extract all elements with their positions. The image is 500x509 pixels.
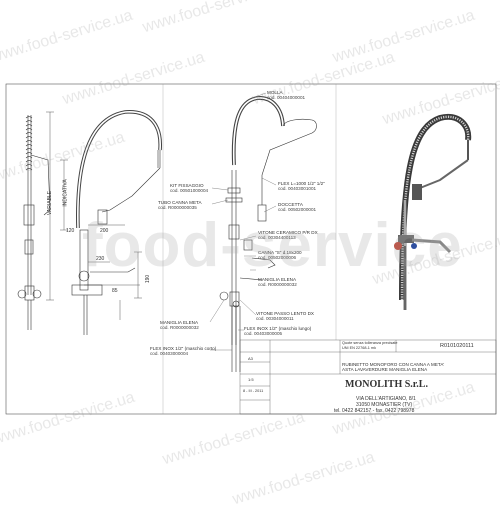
callout-vitone-code: cod. 00304400113 (258, 235, 296, 240)
title-block (239, 339, 497, 415)
leader-lines (209, 92, 277, 351)
callout-flex-inox-corto: FLEX INOX 1/2" (maschio corto) cod. 0040… (150, 346, 216, 356)
callout-vitone-passo-code: cod. 00304000011 (256, 316, 294, 321)
callout-flex-inox-lungo-name: FLEX INOX 1/2" (maschio lungo) (244, 326, 312, 331)
dim-indicative: INDICATIVA (62, 179, 69, 207)
tb-note1: Quote senza tolleranza precisate (342, 341, 398, 345)
tb-scale: 1:5 (248, 377, 254, 382)
tb-format: A3 (248, 356, 253, 361)
callout-canna-code: cod. 00502000006 (258, 255, 297, 260)
tb-description-2: ASTA LAVAVERDURE MANIGLIA ELENA (342, 367, 428, 372)
front-view-drawing (71, 110, 162, 335)
callout-doccetta: DOCCETTA cod. 00502000001 (278, 202, 316, 212)
callout-molla-name: MOLLA (267, 90, 283, 95)
callout-molla: MOLLA cod. 00404000001 (267, 90, 305, 100)
side-view-drawing (17, 115, 51, 330)
tb-date: 8 - III - 2011 (243, 389, 264, 393)
callout-flex-inox-corto-code: cod. 00403000004 (150, 351, 189, 356)
callout-maniglia-left-name: MANIGLIA ELENA (160, 320, 199, 325)
callout-doccetta-name: DOCCETTA (278, 202, 303, 207)
callout-canna: CANNA "S" d.18x200 cod. 00502000006 (258, 250, 302, 260)
callout-maniglia-right-code: cod. R0000000032 (258, 282, 297, 287)
callout-canna-name: CANNA "S" d.18x200 (258, 250, 302, 255)
tb-drawing-number: R0101020111 (440, 343, 474, 349)
callout-flex-inox-lungo-code: cod. 00403000005 (244, 331, 283, 336)
dim-200: 200 (100, 228, 109, 234)
dim-variable: VARIABLE (47, 190, 54, 216)
dim-85: 85 (112, 288, 118, 294)
callout-vitone-name: VITONE CERAMICO P/R DX (258, 230, 318, 235)
callout-kit-name: KIT FISSAGGIO (170, 183, 204, 188)
callout-tubo-code: cod. R0000000035 (158, 205, 197, 210)
dim-230: 230 (96, 256, 105, 262)
callout-maniglia-left-code: cod. R0000000032 (160, 325, 199, 330)
callout-flex-l-name: FLEX L=1000 1/2" 1/2" (278, 181, 325, 186)
tb-description-1: RUBINETTO MONOFORO CON CANNA A META' (342, 362, 445, 367)
exploded-view-drawing (219, 96, 317, 372)
callout-kit-fissaggio: KIT FISSAGGIO cod. 00501000004 (170, 183, 208, 193)
dim-190: 190 (145, 274, 152, 284)
callout-maniglia-right-name: MANIGLIA ELENA (258, 277, 297, 282)
tb-company: MONOLITH S.r.L. (345, 379, 428, 390)
callout-vitone-passo: VITONE PASSO LENTO DX cod. 00304000011 (256, 311, 314, 321)
dimension-lines (46, 111, 142, 320)
callout-kit-code: cod. 00501000004 (170, 188, 209, 193)
dim-120: 120 (66, 228, 75, 234)
tb-phone: tel. 0422 842157 - fax. 0422 798978 (334, 408, 415, 414)
tb-address-2: 31050 MONASTIER (TV) (356, 402, 413, 408)
callout-vitone: VITONE CERAMICO P/R DX cod. 00304400113 (258, 230, 318, 240)
tb-address-1: VIA DELL'ARTIGIANO, 8/1 (356, 396, 416, 402)
callout-tubo-name: TUBO CANNA META (158, 200, 202, 205)
callout-doccetta-code: cod. 00502000001 (278, 207, 317, 212)
callout-molla-code: cod. 00404000001 (267, 95, 306, 100)
callout-flex-l: FLEX L=1000 1/2" 1/2" cod. 00403001001 (278, 181, 325, 191)
callout-flex-inox-lungo: FLEX INOX 1/2" (maschio lungo) cod. 0040… (244, 326, 311, 336)
callout-tubo-canna: TUBO CANNA META cod. R0000000035 (158, 200, 202, 210)
callout-flex-inox-corto-name: FLEX INOX 1/2" (maschio corto) (150, 346, 217, 351)
callout-maniglia-right: MANIGLIA ELENA cod. R0000000032 (258, 277, 297, 287)
product-render (394, 113, 472, 310)
callout-vitone-passo-name: VITONE PASSO LENTO DX (256, 311, 314, 316)
callout-maniglia-left: MANIGLIA ELENA cod. R0000000032 (160, 320, 199, 330)
tb-note2: UNI EN 22768-1 mk (342, 346, 376, 350)
callout-flex-l-code: cod. 00403001001 (278, 186, 317, 191)
